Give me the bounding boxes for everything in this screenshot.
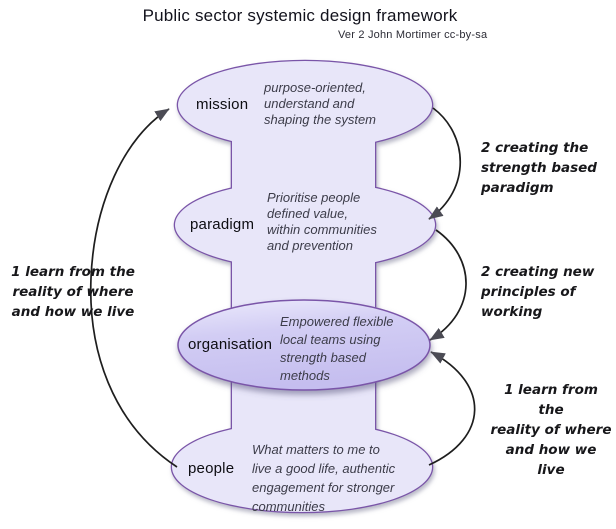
desc-line: engagement for stronger [252,480,395,495]
desc-line: Prioritise people [267,190,361,205]
arrow-mission-to-paradigm [428,107,461,220]
node-desc-paradigm: Prioritise people defined value, within … [267,190,377,254]
desc-line: within communities [267,222,377,237]
desc-line: and prevention [267,238,354,253]
annotation-right-top: 2 creating the strength based paradigm [481,138,597,198]
node-desc-mission: purpose-oriented, understand and shaping… [264,80,376,128]
desc-line: defined value, [267,206,348,221]
node-label-mission: mission [196,96,249,113]
annotation-right-bottom: 1 learn from the reality of where and ho… [490,380,612,480]
annotation-line: reality of where [490,422,612,438]
arrow-people-to-mission-left-loop [89,108,178,468]
organisation-ellipse [177,299,431,391]
desc-line: Empowered flexible [280,314,394,329]
desc-line: shaping the system [264,112,377,127]
annotation-line: 1 learn from the [11,264,135,280]
annotation-line: 2 creating the [481,140,589,156]
totem-blob [170,59,437,514]
node-label-paradigm: paradigm [190,216,255,233]
diagram-version-credit: Ver 2 John Mortimer cc-by-sa [338,29,488,41]
annotation-line: strength based [481,160,597,176]
node-desc-people: What matters to me to live a good life, … [252,440,395,516]
node-label-people: people [188,460,235,477]
node-desc-organisation: Empowered flexible local teams using str… [280,313,393,385]
desc-line: What matters to me to [252,442,380,457]
annotation-line: reality of where [12,284,134,300]
annotation-line: and how we live [505,442,597,478]
annotation-line: and how we live [11,304,135,320]
desc-line: local teams using [280,332,381,347]
diagram-title: Public sector systemic design framework [142,6,458,25]
desc-line: live a good life, authentic [252,461,396,476]
annotation-line: principles of [481,284,576,300]
desc-line: understand and [264,96,355,111]
annotation-right-middle: 2 creating new principles of working [481,262,594,322]
arrow-paradigm-to-organisation [429,229,467,341]
desc-line: purpose-oriented, [264,80,366,95]
arrow-people-to-organisation [428,351,476,466]
node-label-organisation: organisation [188,336,273,353]
annotation-line: 1 learn from the [504,382,598,418]
desc-line: communities [252,499,325,514]
desc-line: strength based [280,350,367,365]
annotation-left-loop: 1 learn from the reality of where and ho… [6,262,140,322]
desc-line: methods [280,368,330,383]
annotation-line: paradigm [481,180,554,196]
annotation-line: 2 creating new [481,264,595,280]
annotation-line: working [481,304,543,320]
